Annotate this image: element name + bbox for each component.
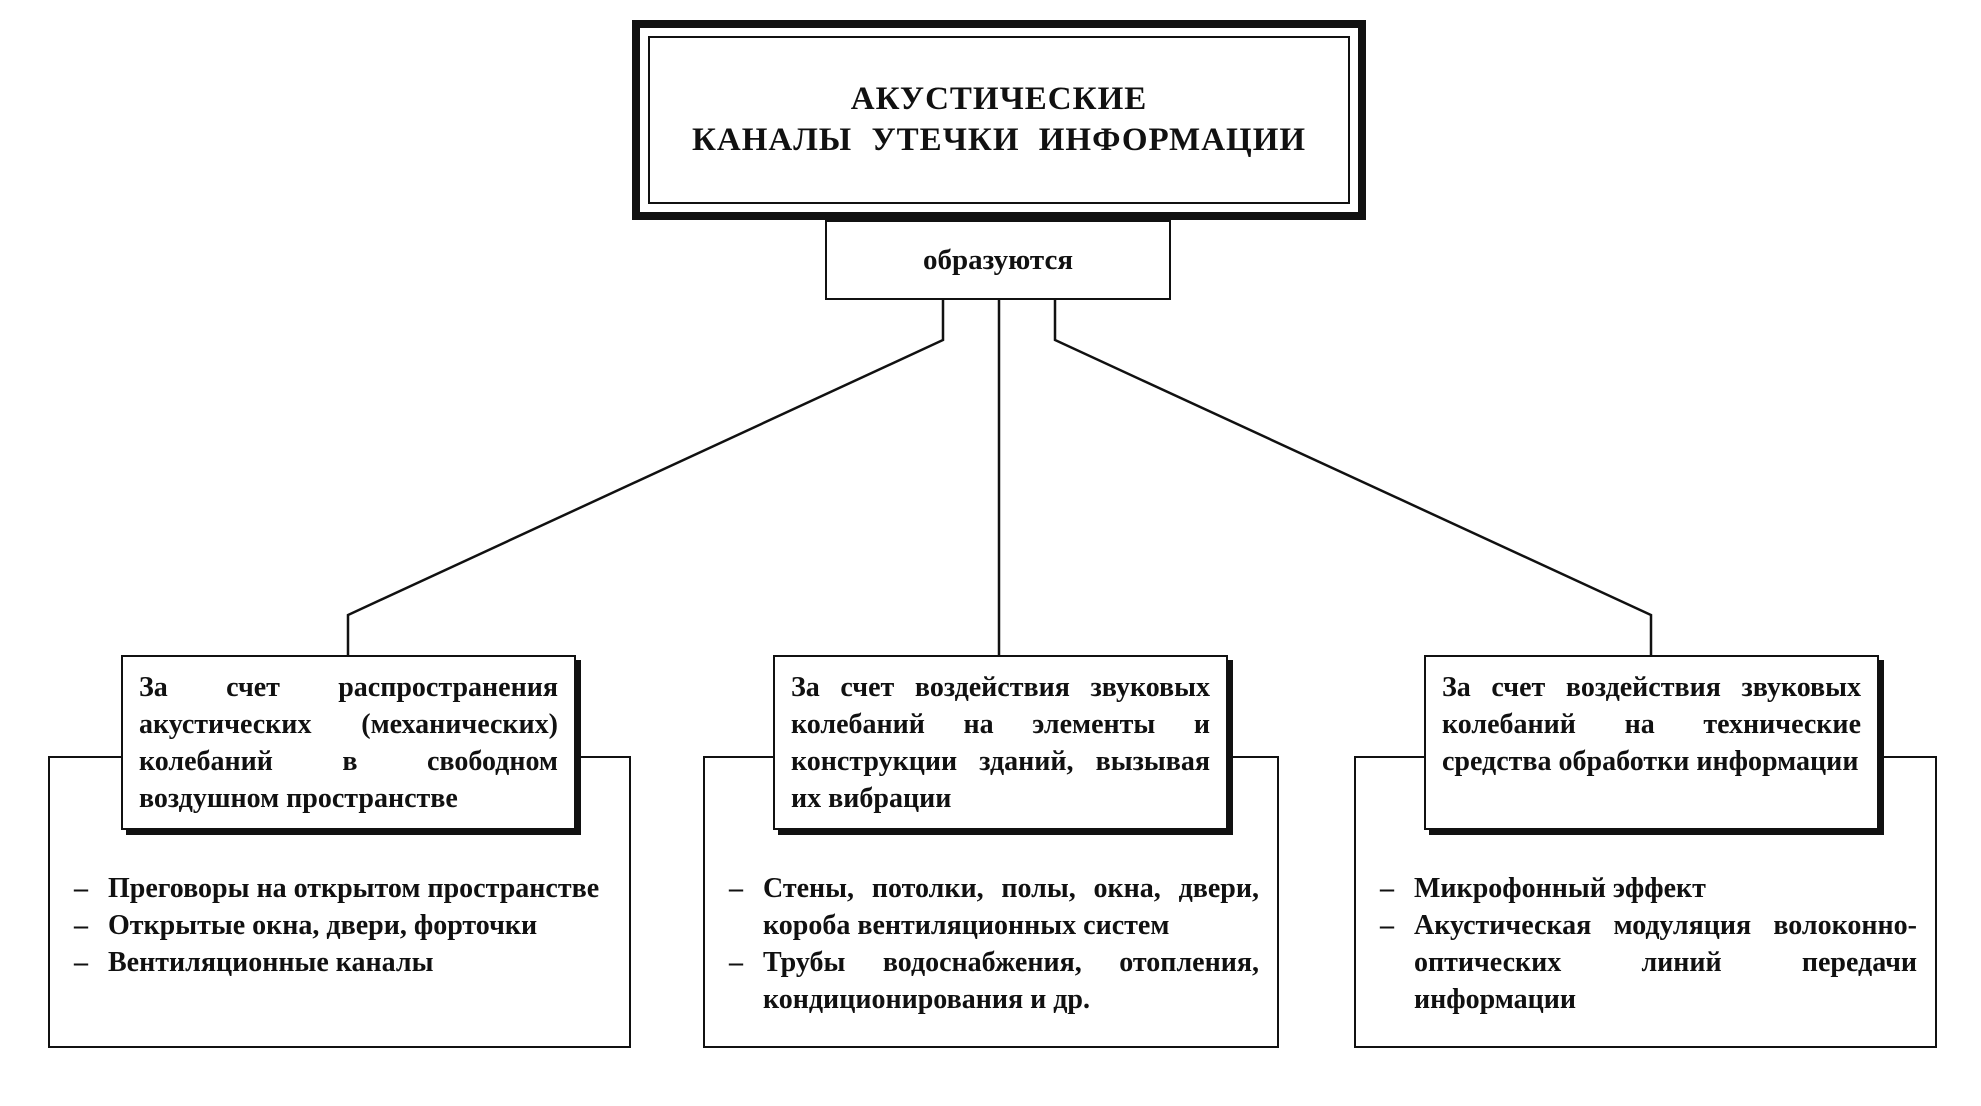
title-line-1: АКУСТИЧЕСКИЕ	[850, 80, 1148, 117]
connector-label: образуются	[922, 243, 1074, 276]
branch-3-heading-box: За счет воздействия звуковых колебаний н…	[1424, 655, 1879, 830]
connector-right	[1053, 300, 1653, 655]
main-title-box: АКУСТИЧЕСКИЕ КАНАЛЫ УТЕЧКИ ИНФОРМАЦИИ	[632, 20, 1366, 220]
title-line-2: КАНАЛЫ УТЕЧКИ ИНФОРМАЦИИ	[691, 122, 1307, 158]
list-item: Микрофонный эффект	[1380, 870, 1917, 907]
list-item: Открытые окна, двери, форточки	[74, 907, 611, 944]
branch-3-list: Микрофонный эффект Акустическая модуляци…	[1380, 870, 1917, 1018]
main-title: АКУСТИЧЕСКИЕ КАНАЛЫ УТЕЧКИ ИНФОРМАЦИИ	[648, 36, 1350, 204]
branch-1-list: Преговоры на открытом пространстве Откры…	[74, 870, 611, 981]
branch-2-heading: За счет воздействия звуковых колебаний н…	[791, 672, 1210, 814]
connector-label-box: образуются	[825, 220, 1171, 300]
branch-3-heading: За счет воздействия звуковых колебаний н…	[1442, 672, 1861, 777]
branch-2-heading-box: За счет воздействия звуковых колебаний н…	[773, 655, 1228, 830]
branch-2-list: Стены, потолки, полы, окна, двери, короб…	[729, 870, 1259, 1018]
branch-1-heading-box: За счет распространения акустических (ме…	[121, 655, 576, 830]
list-item: Стены, потолки, полы, окна, двери, короб…	[729, 870, 1259, 944]
connector-left	[346, 300, 945, 655]
list-item: Трубы водоснабжения, отопления, кондицио…	[729, 944, 1259, 1018]
list-item: Преговоры на открытом пространстве	[74, 870, 611, 907]
list-item: Вентиляционные каналы	[74, 944, 611, 981]
list-item: Акустическая модуляция волоконно-оптичес…	[1380, 907, 1917, 1018]
branch-1-heading: За счет распространения акустических (ме…	[139, 672, 558, 814]
